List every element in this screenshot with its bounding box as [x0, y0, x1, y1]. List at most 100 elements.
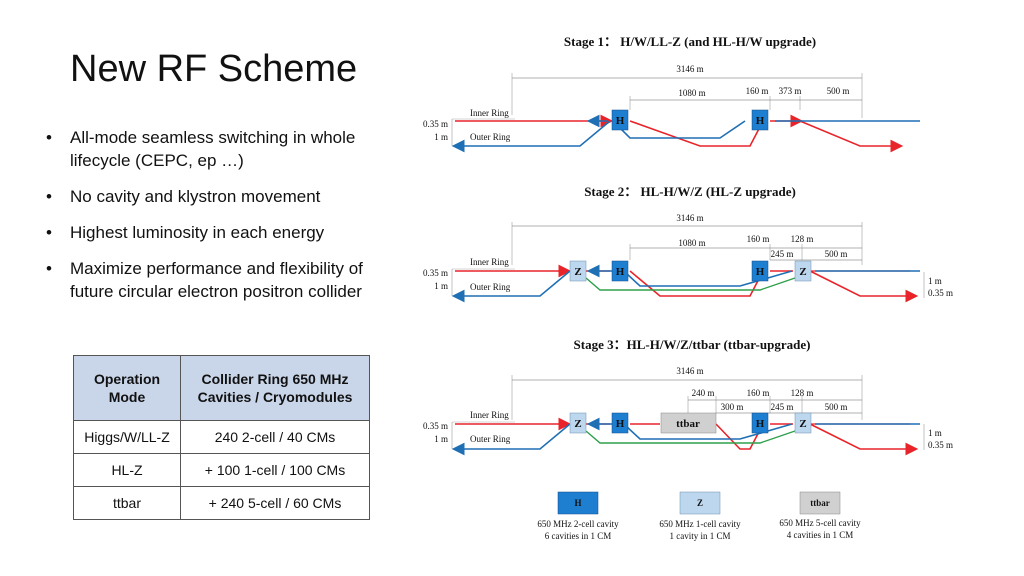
h-cavity-label: H	[756, 266, 765, 278]
table-header-cell: Operation Mode	[73, 355, 181, 421]
h-cavity-box	[611, 412, 629, 434]
gap-label: 0.35 m	[423, 421, 448, 431]
slide-title: New RF Scheme	[70, 48, 358, 90]
legend-z-desc: 1 cavity in 1 CM	[670, 531, 731, 541]
z-cavity-label: Z	[799, 418, 806, 430]
h-cavity-box	[751, 109, 769, 131]
z-cavity-box	[794, 260, 812, 282]
green-beam-path	[585, 430, 796, 444]
inner-ring-label: Inner Ring	[470, 257, 509, 267]
table-cell: HL-Z	[73, 453, 181, 487]
red-beam-path	[715, 423, 763, 450]
dim-label: 160 m	[747, 388, 770, 398]
gap-label: 0.35 m	[928, 440, 953, 450]
gap-label: 1 m	[434, 434, 448, 444]
z-cavity-box	[569, 412, 587, 434]
z-cavity-label: Z	[799, 266, 806, 278]
bullet-item: All-mode seamless switching in whole lif…	[44, 126, 394, 172]
gap-label: 0.35 m	[423, 268, 448, 278]
bullet-item: No cavity and klystron movement	[44, 185, 394, 208]
table-cell: 240 2-cell / 40 CMs	[180, 420, 370, 454]
dim-label: 128 m	[791, 388, 814, 398]
dim-label: 500 m	[825, 402, 848, 412]
red-beam-path	[629, 120, 763, 147]
dim-label: 160 m	[746, 86, 769, 96]
dim-label: 1080 m	[678, 88, 705, 98]
bullet-list: All-mode seamless switching in whole lif…	[44, 126, 394, 316]
h-cavity-label: H	[756, 418, 765, 430]
inner-ring-label: Inner Ring	[470, 108, 509, 118]
bullet-item: Highest luminosity in each energy	[44, 221, 394, 244]
ttbar-cavity-box	[660, 412, 717, 434]
table-cell: + 240 5-cell / 60 CMs	[180, 486, 370, 520]
legend-ttbar-desc: 650 MHz 5-cell cavity	[779, 518, 861, 528]
h-cavity-label: H	[616, 266, 625, 278]
h-cavity-label: H	[616, 115, 625, 127]
legend-ttbar-swatch	[799, 491, 841, 515]
dim-label: 245 m	[771, 402, 794, 412]
table-row: Higgs/W/LL-Z 240 2-cell / 40 CMs	[73, 420, 370, 454]
red-beam-path	[629, 270, 763, 297]
gap-label: 1 m	[928, 276, 942, 286]
gap-label: 1 m	[928, 428, 942, 438]
blue-beam-path	[614, 120, 746, 139]
green-beam-path	[585, 277, 796, 291]
z-cavity-box	[569, 260, 587, 282]
blue-beam-path	[451, 120, 611, 153]
table-row: HL-Z + 100 1-cell / 100 CMs	[73, 453, 370, 487]
z-cavity-label: Z	[574, 266, 581, 278]
operation-mode-table: Operation Mode Collider Ring 650 MHz Cav…	[73, 355, 370, 520]
stage-1-title: Stage 1： H/W/LL-Z (and HL-H/W upgrade)	[564, 34, 816, 49]
gap-label: 0.35 m	[928, 288, 953, 298]
legend-ttbar-desc: 4 cavities in 1 CM	[787, 530, 854, 540]
h-cavity-box	[751, 260, 769, 282]
legend-h-desc: 6 cavities in 1 CM	[545, 531, 612, 541]
legend-ttbar-label: ttbar	[810, 498, 830, 508]
dim-label: 500 m	[825, 249, 848, 259]
dim-label: 240 m	[692, 388, 715, 398]
inner-ring-label: Inner Ring	[470, 410, 509, 420]
z-cavity-label: Z	[574, 418, 581, 430]
dim-label: 300 m	[721, 402, 744, 412]
h-cavity-box	[611, 260, 629, 282]
h-cavity-box	[611, 109, 629, 131]
legend-h-swatch	[557, 491, 599, 515]
dim-label: 500 m	[827, 86, 850, 96]
stage-3-diagram: Stage 3：HL-H/W/Z/ttbar (ttbar-upgrade) 3…	[423, 337, 953, 456]
cavity-legend: H 650 MHz 2-cell cavity 6 cavities in 1 …	[537, 491, 861, 541]
blue-beam-path	[451, 423, 571, 456]
legend-z-swatch	[679, 491, 721, 515]
bullet-item: Maximize performance and flexibility of …	[44, 257, 394, 303]
gap-label: 0.35 m	[423, 119, 448, 129]
stage-2-diagram: Stage 2： HL-H/W/Z (HL-Z upgrade) 3146 m …	[423, 184, 953, 303]
table-cell: ttbar	[73, 486, 181, 520]
h-cavity-label: H	[616, 418, 625, 430]
dim-label: 160 m	[747, 234, 770, 244]
outer-ring-label: Outer Ring	[470, 282, 511, 292]
outer-ring-label: Outer Ring	[470, 434, 511, 444]
stage-3-title: Stage 3：HL-H/W/Z/ttbar (ttbar-upgrade)	[574, 337, 811, 352]
gap-label: 1 m	[434, 132, 448, 142]
dim-label: 3146 m	[676, 366, 703, 376]
legend-h-label: H	[574, 498, 581, 508]
table-cell: + 100 1-cell / 100 CMs	[180, 453, 370, 487]
z-cavity-box	[794, 412, 812, 434]
stage-2-title: Stage 2： HL-H/W/Z (HL-Z upgrade)	[584, 184, 796, 199]
red-beam-path	[809, 423, 919, 456]
red-beam-path	[809, 270, 919, 303]
stage-1-diagram: Stage 1： H/W/LL-Z (and HL-H/W upgrade) 3…	[423, 34, 920, 153]
table-header-row: Operation Mode Collider Ring 650 MHz Cav…	[73, 355, 370, 421]
legend-z-desc: 650 MHz 1-cell cavity	[659, 519, 741, 529]
gap-label: 1 m	[434, 281, 448, 291]
dim-label: 3146 m	[676, 64, 703, 74]
h-cavity-label: H	[756, 115, 765, 127]
legend-z-label: Z	[697, 498, 703, 508]
outer-ring-label: Outer Ring	[470, 132, 511, 142]
h-cavity-box	[751, 412, 769, 434]
legend-h-desc: 650 MHz 2-cell cavity	[537, 519, 619, 529]
blue-beam-path	[451, 270, 571, 303]
dim-label: 245 m	[771, 249, 794, 259]
dim-label: 128 m	[791, 234, 814, 244]
table-row: ttbar + 240 5-cell / 60 CMs	[73, 486, 370, 520]
